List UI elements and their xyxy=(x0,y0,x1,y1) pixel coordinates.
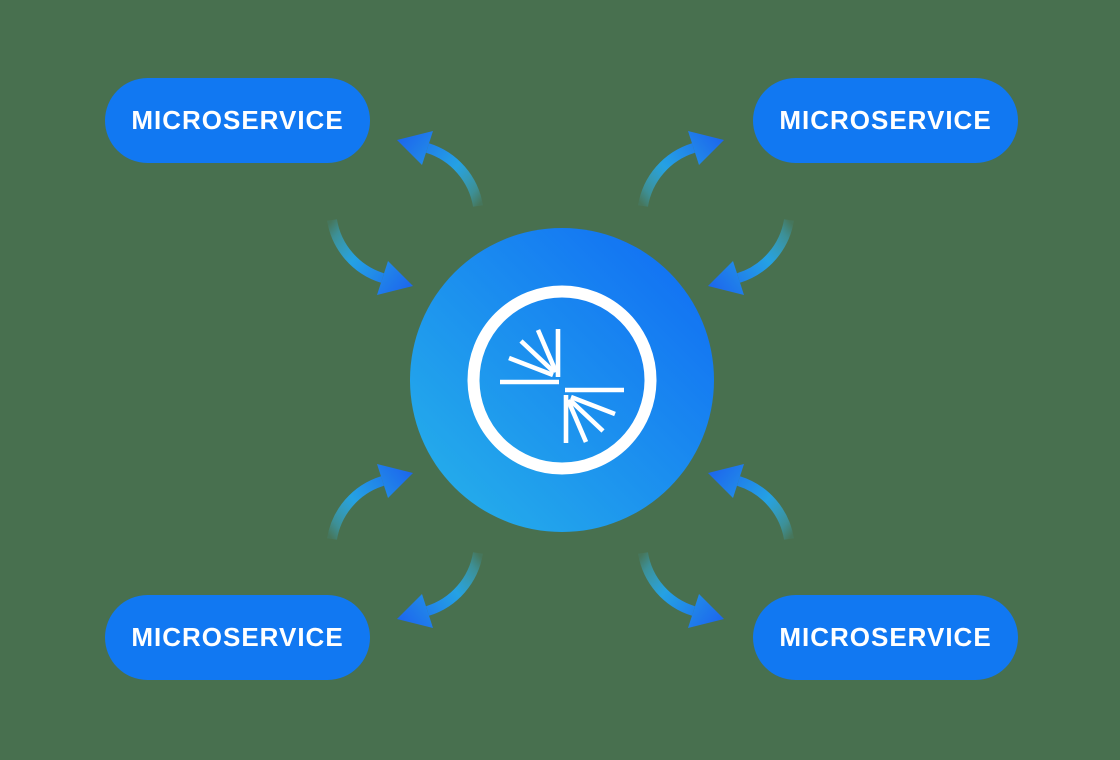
event-hub-circle xyxy=(410,228,714,532)
microservice-node-label: MICROSERVICE xyxy=(131,622,344,652)
confluent-starburst-icon xyxy=(467,285,657,475)
logo-ring xyxy=(467,285,657,475)
microservice-node-top-right: MICROSERVICE xyxy=(753,78,1018,163)
microservice-node-bottom-right: MICROSERVICE xyxy=(753,595,1018,680)
logo-rays xyxy=(500,329,624,443)
microservice-node-label: MICROSERVICE xyxy=(779,105,992,135)
microservice-node-label: MICROSERVICE xyxy=(131,105,344,135)
microservice-node-top-left: MICROSERVICE xyxy=(105,78,370,163)
microservice-node-label: MICROSERVICE xyxy=(779,622,992,652)
microservice-node-bottom-left: MICROSERVICE xyxy=(105,595,370,680)
